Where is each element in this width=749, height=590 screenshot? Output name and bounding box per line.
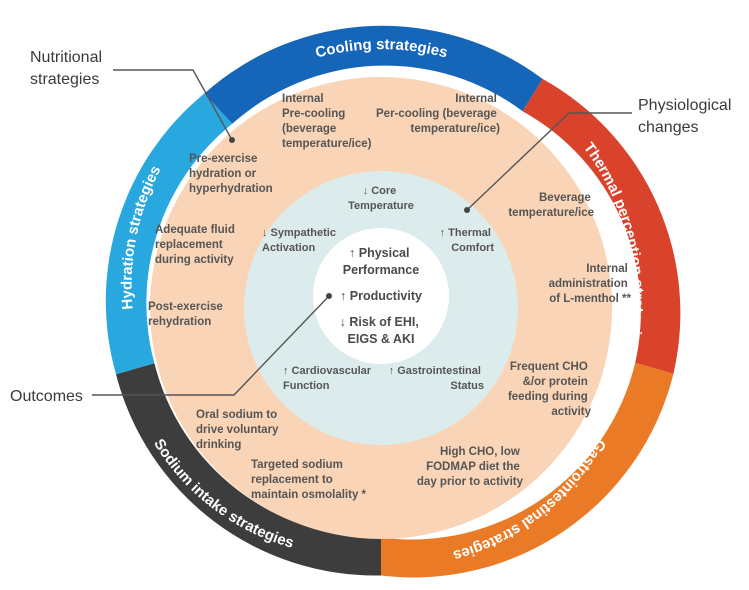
physical-performance-text: ↑ Physical Performance xyxy=(343,246,419,277)
outcomes-callout-dot xyxy=(326,293,332,299)
internal-precooling-text: Internal Pre-cooling (beverage temperatu… xyxy=(282,93,372,150)
physiological-callout-line xyxy=(466,112,632,211)
sympathetic-text: ↓ Sympathetic Activation xyxy=(262,227,339,254)
post-exercise-text: Post-exercise rehydration xyxy=(148,301,226,328)
risk-text: ↓ Risk of EHI, EIGS & AKI xyxy=(340,315,423,346)
thermal-comfort-text: ↑ Thermal Comfort xyxy=(440,227,495,254)
internal-percooling-text: Internal Per-cooling (beverage temperatu… xyxy=(376,93,500,135)
outcomes-core xyxy=(313,228,449,364)
high-cho-text: High CHO, low FODMAP diet the day prior … xyxy=(417,446,524,488)
nutritional-callout-dot xyxy=(229,137,235,143)
targeted-sodium-text: Targeted sodium replacement to maintain … xyxy=(251,459,367,501)
hydration-segment xyxy=(105,93,233,375)
core-temperature-text: ↓ Core Temperature xyxy=(348,185,414,212)
thermal-segment xyxy=(522,78,681,374)
gastro-segment xyxy=(381,362,674,578)
cardiovascular-text: ↑ Cardiovascular Function xyxy=(283,365,374,392)
nutritional-callout-line xyxy=(113,69,233,141)
gastrointestinal-text: ↑ Gastrointestinal Status xyxy=(389,365,484,392)
outcomes-label: Outcomes xyxy=(10,388,83,405)
physiological-callout-dot xyxy=(464,207,470,213)
beverage-temperature-text: Beverage temperature/ice xyxy=(508,192,594,219)
adequate-fluid-text: Adequate fluid replacement during activi… xyxy=(155,224,238,266)
physiological-changes-label: Physiological changes xyxy=(638,97,736,136)
l-menthol-text: Internal administration of L-menthol ** xyxy=(549,263,632,305)
outcomes-callout-line xyxy=(92,295,330,396)
frequent-cho-text: Frequent CHO &/or protein feeding during… xyxy=(508,361,592,418)
sodium-segment xyxy=(116,363,381,576)
productivity-text: ↑ Productivity xyxy=(340,289,422,303)
oral-sodium-text: Oral sodium to drive voluntary drinking xyxy=(196,409,282,451)
cooling-segment xyxy=(204,25,543,124)
nutritional-strategies-label: Nutritional strategies xyxy=(30,49,106,88)
pre-exercise-text: Pre-exercise hydration or hyperhydration xyxy=(189,153,273,195)
